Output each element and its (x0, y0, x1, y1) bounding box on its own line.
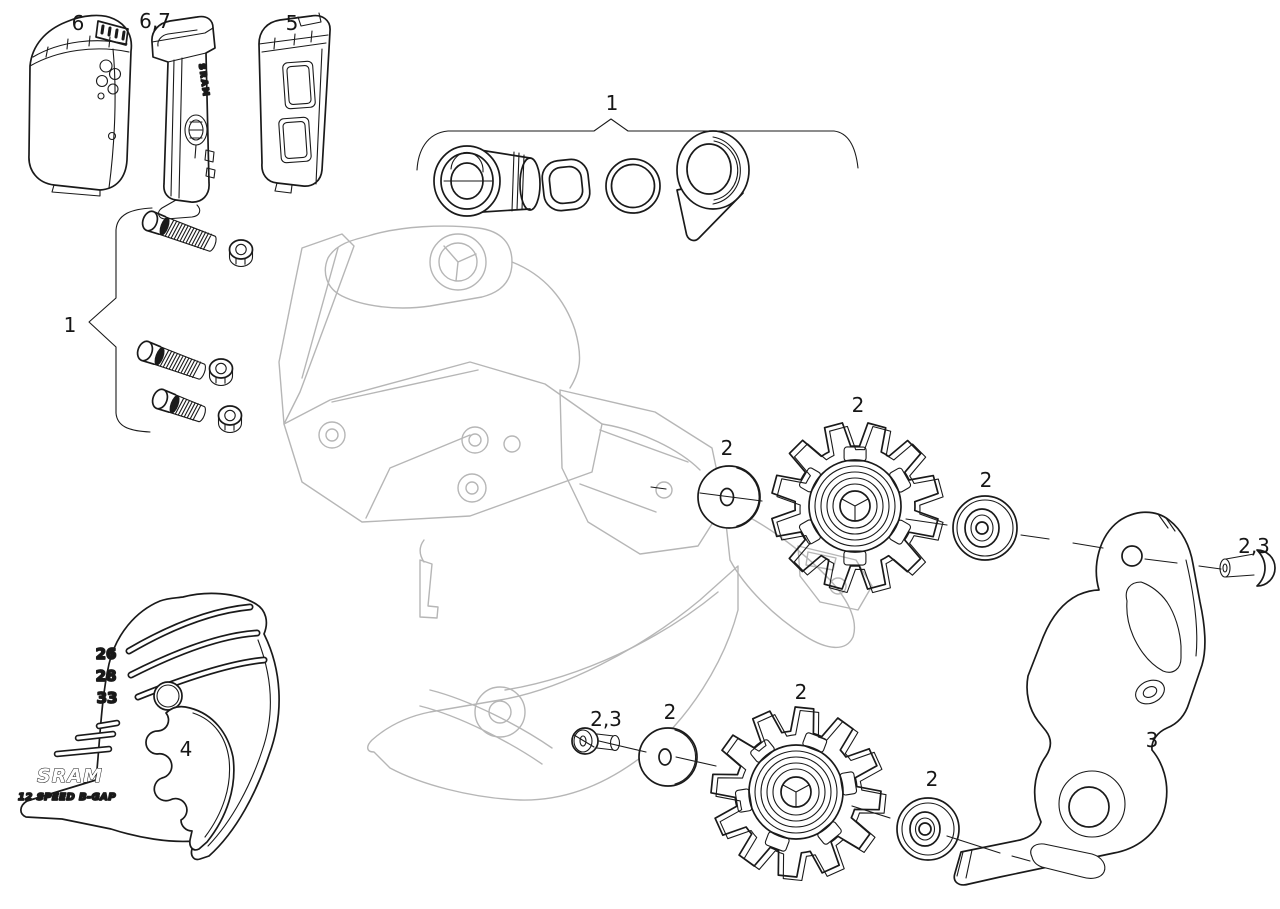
pulley-pocket (798, 467, 822, 493)
pulley-teeth (710, 706, 882, 878)
callout-lower-cage-bolt: 2,3 (590, 707, 622, 731)
o-ring (605, 158, 661, 214)
part-battery-latch: SRAM (151, 15, 216, 220)
pulley-ring (832, 483, 878, 529)
callout-upper-pulley: 2 (852, 393, 865, 417)
lower-pulley (710, 706, 887, 882)
callout-lower-washer: 2 (664, 700, 677, 724)
lower-cage-bolt (571, 727, 621, 755)
callout-battery-blocker: 5 (286, 11, 299, 35)
pulley-pocket (839, 771, 858, 796)
b-bolt (433, 145, 541, 217)
tool-size-26: 26 (96, 645, 117, 663)
tool-brand-text: SRAM (37, 765, 103, 787)
pulley-pocket (798, 519, 821, 545)
callout-battery: 6 (72, 11, 85, 35)
hook-washer (676, 130, 750, 242)
chain-gap-tool: 26 28 33 SRAM 12 SPEED B-GAP (17, 592, 280, 861)
tool-size-33: 33 (97, 689, 118, 707)
pulley-ring (820, 471, 890, 541)
pulley-ring (766, 762, 826, 822)
pulley-ring (814, 465, 896, 547)
pulley-pocket (802, 732, 828, 753)
limit-screw (141, 210, 217, 252)
limit-screw-kit (88, 207, 254, 433)
brace-top (416, 118, 859, 171)
pulley-pocket (843, 550, 867, 566)
limit-nut (217, 405, 243, 433)
limit-nuts (208, 239, 254, 433)
pulley-ring (760, 756, 832, 828)
leader-lines (598, 486, 1222, 862)
callout-upper-cage-bolt: 2,3 (1238, 534, 1270, 558)
lower-pulley-washer (638, 727, 698, 787)
pulley-pocket (889, 467, 912, 493)
limit-screws (136, 210, 217, 423)
pulley-teeth (771, 422, 939, 590)
b-bolt-kit (416, 118, 859, 242)
brace-left (88, 207, 153, 433)
inner-cage-plate (953, 511, 1206, 886)
part-battery-blocker (258, 12, 331, 194)
upper-pulley-cap (952, 495, 1018, 561)
pulley-depth-outline (776, 425, 944, 594)
derailleur-body-ghost (278, 225, 873, 801)
callout-b-bolt-kit: 1 (606, 91, 619, 115)
pulley-ring (754, 750, 838, 834)
pulley-pocket (750, 739, 775, 763)
lower-pulley-cap (896, 797, 960, 861)
pulley-pocket (843, 446, 867, 462)
pulley-ring (826, 477, 884, 535)
pulley-pocket (817, 821, 842, 845)
pulley-ring (808, 459, 902, 553)
callout-upper-cap: 2 (980, 468, 993, 492)
callout-lower-cap: 2 (926, 767, 939, 791)
callout-lower-pulley: 2 (795, 680, 808, 704)
square-gasket (541, 158, 591, 212)
tool-model-text: 12 SPEED B-GAP (18, 792, 116, 803)
pulley-ring (772, 768, 820, 816)
pulley-pocket (734, 788, 753, 813)
tool-size-28: 28 (96, 667, 117, 685)
callouts: 6 6,7 5 1 1 2 2 2 2,3 3 2,3 2 2 2 4 (64, 9, 1270, 791)
callout-limit-screw-kit: 1 (64, 313, 77, 337)
limit-screw (136, 340, 206, 380)
callout-inner-cage: 3 (1146, 728, 1159, 752)
pulley-pocket (764, 831, 790, 852)
callout-upper-washer: 2 (721, 436, 734, 460)
upper-cage-bolt (1219, 549, 1276, 587)
limit-nut (228, 239, 254, 267)
limit-screw (151, 388, 206, 423)
limit-nut (208, 358, 234, 386)
pulley-pocket (888, 519, 912, 545)
callout-tool: 4 (180, 737, 193, 761)
upper-pulley (771, 422, 944, 594)
part-battery (28, 14, 133, 197)
callout-battery-latch: 6,7 (139, 9, 171, 33)
